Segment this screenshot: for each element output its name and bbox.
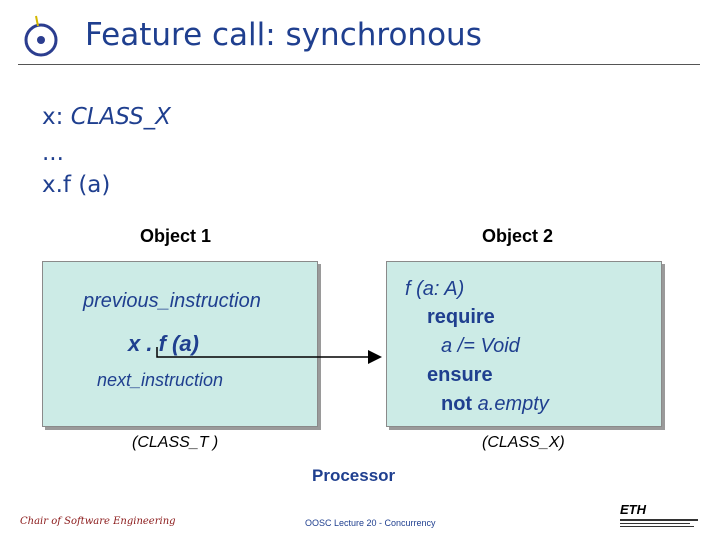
require-keyword: require xyxy=(427,306,495,328)
code-line-call: x.f (a) xyxy=(42,172,111,198)
previous-instruction-text: previous_instruction xyxy=(83,290,261,312)
object1-box xyxy=(42,261,318,427)
postcondition-expression: not a.empty xyxy=(441,393,549,416)
slide-title: Feature call: synchronous xyxy=(85,17,482,53)
footer-lecture-text: OOSC Lecture 20 - Concurrency xyxy=(305,518,436,528)
code-line-declaration: x: CLASS_X xyxy=(42,104,171,130)
eth-logo-icon: ETH xyxy=(620,502,700,532)
eth-logo-line-3 xyxy=(620,526,694,527)
code-line-ellipsis: ... xyxy=(42,140,64,166)
chair-logo-icon xyxy=(18,14,64,60)
eth-logo-text: ETH xyxy=(620,502,646,517)
title-divider xyxy=(18,64,700,65)
object2-class-label: (CLASS_X) xyxy=(482,434,565,451)
object2-box xyxy=(386,261,662,427)
object1-class-label: (CLASS_T ) xyxy=(132,434,219,451)
eth-logo-line-2 xyxy=(620,523,690,524)
call-expression-text: x . f (a) xyxy=(128,331,199,356)
code-type: CLASS_X xyxy=(70,104,171,130)
precondition-expression: a /= Void xyxy=(441,335,520,357)
feature-signature-text: f (a: A) xyxy=(405,278,465,300)
object1-label: Object 1 xyxy=(140,226,212,246)
processor-label: Processor xyxy=(312,466,396,485)
object2-label: Object 2 xyxy=(482,226,554,246)
ensure-keyword: ensure xyxy=(427,364,493,386)
eth-logo-line xyxy=(620,519,698,521)
code-var: x xyxy=(42,104,56,130)
not-keyword: not xyxy=(441,393,473,415)
code-colon: : xyxy=(55,104,71,130)
footer-chair-text: Chair of Software Engineering xyxy=(20,516,176,527)
next-instruction-text: next_instruction xyxy=(97,370,224,390)
postcondition-operand: a.empty xyxy=(477,393,549,415)
